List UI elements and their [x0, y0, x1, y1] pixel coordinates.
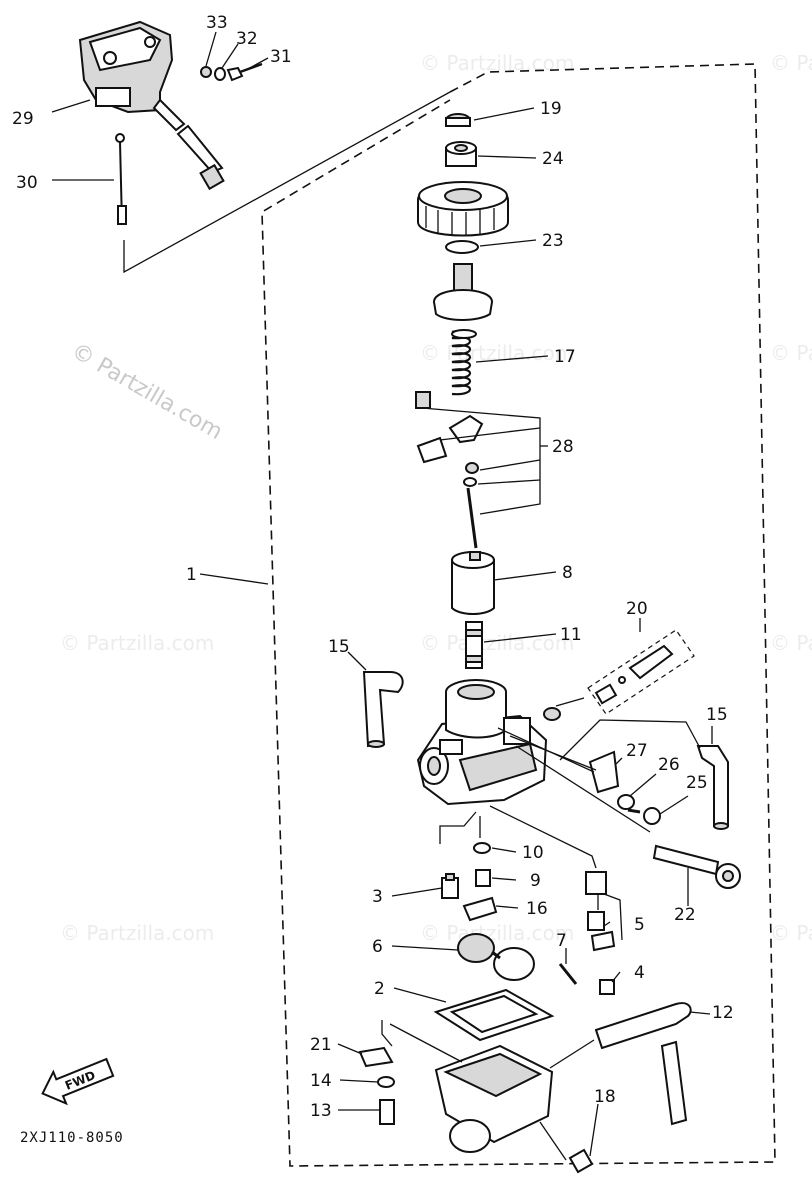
callout-3: 3	[372, 887, 383, 907]
part-17-spring	[451, 329, 477, 396]
part-29-throttle-valve-assembly	[78, 20, 225, 191]
part-19-cap	[445, 113, 471, 127]
callout-24: 24	[542, 149, 564, 169]
leader-lines	[51, 31, 713, 1161]
callout-8: 8	[562, 563, 573, 583]
parts-31-33-screw-washers	[200, 62, 263, 82]
part-12-drain-hose	[594, 1002, 692, 1126]
callout-5: 5	[634, 915, 645, 935]
callout-23: 23	[542, 231, 564, 251]
part-28-needle-set	[415, 391, 541, 549]
callout-26: 26	[658, 755, 680, 775]
part-1-carburetor-body	[416, 679, 561, 806]
part-14-washer	[377, 1076, 395, 1088]
callout-31: 31	[270, 47, 292, 67]
part-23-o-ring	[445, 240, 479, 254]
part-21-plate	[358, 1046, 394, 1068]
part-24-adjuster	[445, 141, 477, 167]
part-30-needle	[115, 133, 127, 225]
part-20-pilot-screw-set	[587, 629, 695, 715]
faint-watermarks: © Partzilla.com © Partzilla.com © Partzi…	[60, 51, 812, 945]
part-4-screw	[599, 979, 615, 995]
part-22-starter-plunger	[652, 844, 741, 889]
callout-21: 21	[310, 1035, 332, 1055]
part-2-float-bowl-gasket	[433, 988, 555, 1042]
watermark: © Partzilla.com	[67, 339, 227, 446]
watermark-faint: © Partzilla.com	[770, 51, 812, 75]
callout-9: 9	[530, 871, 541, 891]
callout-17: 17	[554, 347, 576, 367]
callout-labels: 29 30 33 32 31 19 24 23 17 28 1 8 20 11 …	[12, 13, 734, 1121]
callout-32: 32	[236, 29, 258, 49]
part-9-main-jet	[475, 869, 491, 887]
part-11-needle-jet	[465, 621, 483, 669]
fwd-arrow: FWD	[41, 1057, 115, 1106]
part-16-holder	[462, 896, 498, 922]
callout-16: 16	[526, 899, 548, 919]
callout-12: 12	[712, 1003, 734, 1023]
watermark-faint: © Partzilla.com	[60, 631, 214, 655]
watermark-faint: © Partzilla.com	[770, 341, 812, 365]
callout-22: 22	[674, 905, 696, 925]
watermark-faint: © Partzilla.com	[420, 341, 574, 365]
part-27-bracket	[588, 750, 620, 794]
callout-1: 1	[186, 565, 197, 585]
part-10-washer	[473, 842, 491, 854]
callout-7: 7	[556, 931, 567, 951]
part-5-valve-seat	[585, 871, 623, 952]
callout-6: 6	[372, 937, 383, 957]
callout-13: 13	[310, 1101, 332, 1121]
callout-33: 33	[206, 13, 228, 33]
callout-2: 2	[374, 979, 385, 999]
callout-20: 20	[626, 599, 648, 619]
part-float-bowl	[434, 1044, 554, 1153]
callout-15-right: 15	[706, 705, 728, 725]
governor-link-line	[123, 91, 451, 274]
part-26-washer	[617, 794, 635, 810]
callout-29: 29	[12, 109, 34, 129]
callout-18: 18	[594, 1087, 616, 1107]
diagram-code: 2XJ110-8050	[20, 1130, 124, 1146]
callout-14: 14	[310, 1071, 332, 1091]
callout-27: 27	[626, 741, 648, 761]
watermark-faint: © Partzilla.com	[770, 921, 812, 945]
callout-30: 30	[16, 173, 38, 193]
watermark-faint: © Partzilla.com	[60, 921, 214, 945]
watermark-faint: © Partzilla.com	[770, 631, 812, 655]
part-25-screw	[627, 807, 661, 825]
part-15-vent-hose-right	[696, 745, 729, 830]
part-8-throttle-slide	[451, 551, 495, 615]
callout-10: 10	[522, 843, 544, 863]
part-18-drain-screw	[568, 1148, 594, 1174]
part-6-float	[457, 933, 535, 981]
part-7-float-pin	[558, 963, 578, 985]
callout-28: 28	[552, 437, 574, 457]
watermark-faint: © Partzilla.com	[420, 921, 574, 945]
callout-25: 25	[686, 773, 708, 793]
part-top-holder	[432, 263, 494, 321]
callout-4: 4	[634, 963, 645, 983]
callout-15-left: 15	[328, 637, 350, 657]
part-3-pilot-jet	[441, 873, 459, 899]
part-15-vent-hose-left	[362, 671, 404, 748]
part-13-screw	[379, 1099, 395, 1125]
callout-11: 11	[560, 625, 582, 645]
part-mixing-chamber-top-cap	[417, 181, 509, 237]
callout-19: 19	[540, 99, 562, 119]
